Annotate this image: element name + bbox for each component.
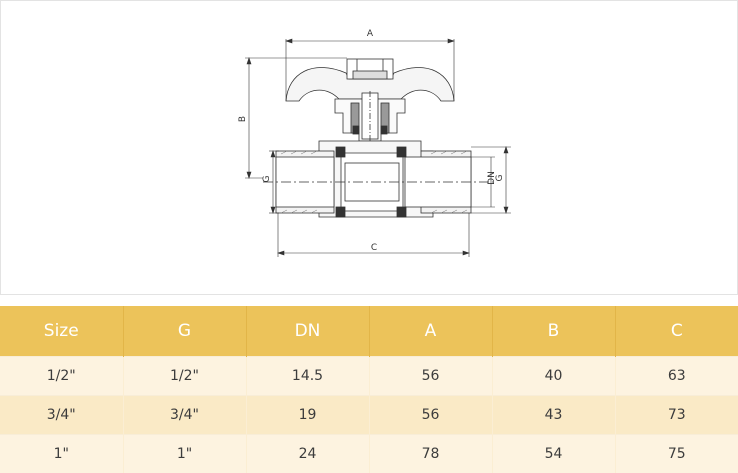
- left-seal: [336, 147, 345, 157]
- header-c: C: [615, 306, 738, 357]
- dimension-label-c: C: [371, 243, 377, 253]
- table-row: 1" 1" 24 78 54 75: [0, 435, 738, 473]
- cell-c: 63: [615, 357, 738, 396]
- cell-g: 1/2": [123, 357, 246, 396]
- dimension-label-g-left: G: [262, 175, 272, 182]
- header-a: A: [369, 306, 492, 357]
- table-row: 3/4" 3/4" 19 56 43 73: [0, 396, 738, 435]
- cell-a: 78: [369, 435, 492, 473]
- header-b: B: [492, 306, 615, 357]
- cell-size: 3/4": [0, 396, 123, 435]
- dimension-label-a: A: [367, 29, 374, 39]
- cell-g: 1": [123, 435, 246, 473]
- cell-dn: 14.5: [246, 357, 369, 396]
- cell-dn: 24: [246, 435, 369, 473]
- technical-drawing-panel: A B G C DN G: [0, 0, 738, 295]
- ball-valve-technical-drawing: A B G C DN G: [1, 1, 737, 294]
- cell-dn: 19: [246, 396, 369, 435]
- table-row: 1/2" 1/2" 14.5 56 40 63: [0, 357, 738, 396]
- cell-size: 1": [0, 435, 123, 473]
- cell-c: 73: [615, 396, 738, 435]
- cell-b: 40: [492, 357, 615, 396]
- right-seal: [397, 147, 406, 157]
- cell-b: 43: [492, 396, 615, 435]
- cell-a: 56: [369, 357, 492, 396]
- header-size: Size: [0, 306, 123, 357]
- table-header-row: Size G DN A B C: [0, 306, 738, 357]
- cell-b: 54: [492, 435, 615, 473]
- cell-a: 56: [369, 396, 492, 435]
- specifications-table: Size G DN A B C 1/2" 1/2" 14.5 56 40 63 …: [0, 306, 738, 473]
- header-dn: DN: [246, 306, 369, 357]
- header-g: G: [123, 306, 246, 357]
- cell-g: 3/4": [123, 396, 246, 435]
- cell-c: 75: [615, 435, 738, 473]
- dimension-label-b: B: [238, 116, 248, 122]
- cell-size: 1/2": [0, 357, 123, 396]
- dimension-label-g-right: G: [495, 174, 505, 181]
